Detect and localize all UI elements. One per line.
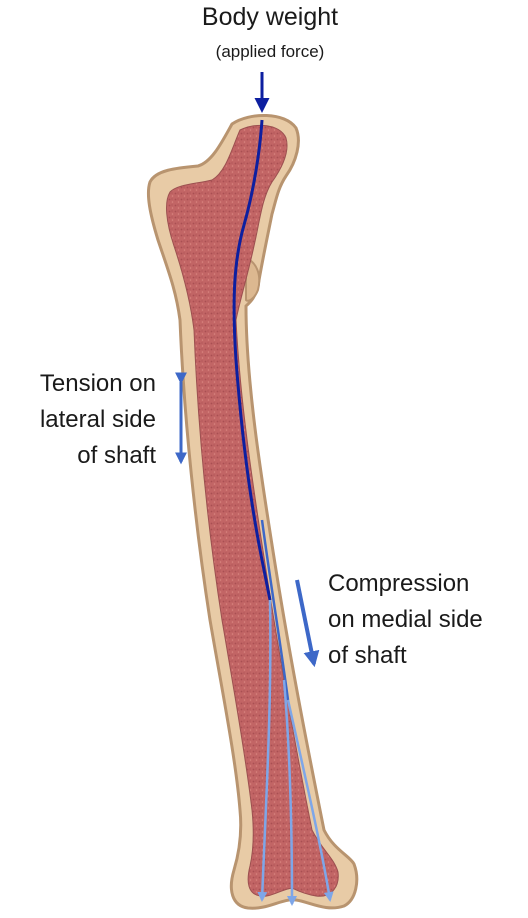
tension-label-line-3: of shaft xyxy=(4,438,156,474)
applied-force-label: (applied force) xyxy=(150,42,390,62)
tension-label-line-1: Tension on xyxy=(4,366,156,402)
tension-label-line-2: lateral side xyxy=(4,402,156,438)
compression-arrow xyxy=(297,580,314,664)
compression-label-line-2: on medial side xyxy=(328,602,528,638)
compression-label-line-3: of shaft xyxy=(328,638,528,674)
compression-label: Compression on medial side of shaft xyxy=(328,566,528,674)
compression-label-line-1: Compression xyxy=(328,566,528,602)
tension-label: Tension on lateral side of shaft xyxy=(4,366,156,474)
body-weight-label: Body weight xyxy=(150,2,390,32)
